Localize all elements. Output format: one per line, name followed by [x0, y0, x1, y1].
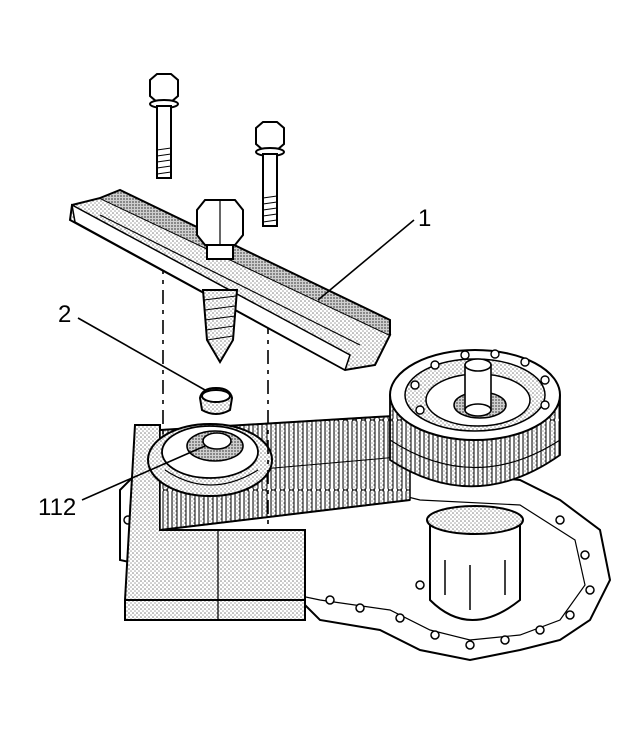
drive-sprocket: [147, 423, 273, 497]
leader-line-1: [317, 219, 415, 301]
callout-112: 112: [38, 494, 76, 521]
callout-1: 1: [418, 205, 431, 232]
forcing-screw: [196, 199, 244, 364]
callout-2: 2: [58, 301, 71, 328]
puller-bar: [68, 188, 392, 372]
planetary-assembly: [389, 349, 561, 488]
leader-line-2: [77, 317, 206, 391]
output-bearing-housing: [426, 505, 524, 621]
right-bolt: [255, 121, 285, 227]
leader-line-112: [81, 445, 206, 501]
case-bolt-holes: [123, 515, 595, 650]
leader-lines: [77, 219, 415, 501]
planetary-holes: [410, 349, 550, 415]
protective-cap: [198, 386, 234, 415]
left-bolt: [149, 73, 179, 179]
